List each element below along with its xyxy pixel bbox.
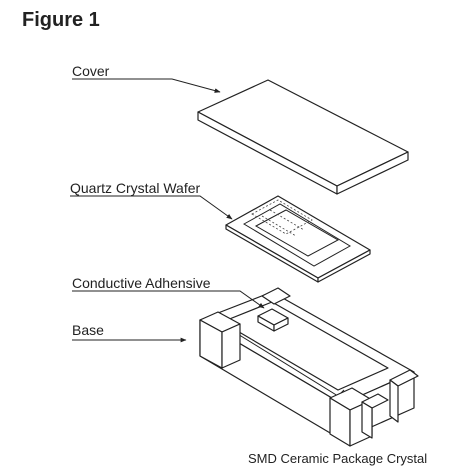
cover-label: Cover [72, 63, 110, 79]
adhesive-leader-arrow [72, 290, 265, 309]
wafer-leader-arrow [70, 195, 233, 220]
wafer-label: Quartz Crystal Wafer [70, 180, 201, 196]
figure-caption: SMD Ceramic Package Crystal [248, 451, 427, 466]
adhesive-label: Conductive Adhensive [72, 275, 211, 291]
conductive-adhesive-pad [257, 308, 289, 332]
cover-part [197, 79, 409, 195]
quartz-wafer-part [225, 195, 371, 283]
figure-title: Figure 1 [22, 9, 100, 31]
base-label: Base [72, 322, 104, 338]
base-part [199, 287, 419, 447]
cover-leader-arrow [72, 78, 221, 93]
